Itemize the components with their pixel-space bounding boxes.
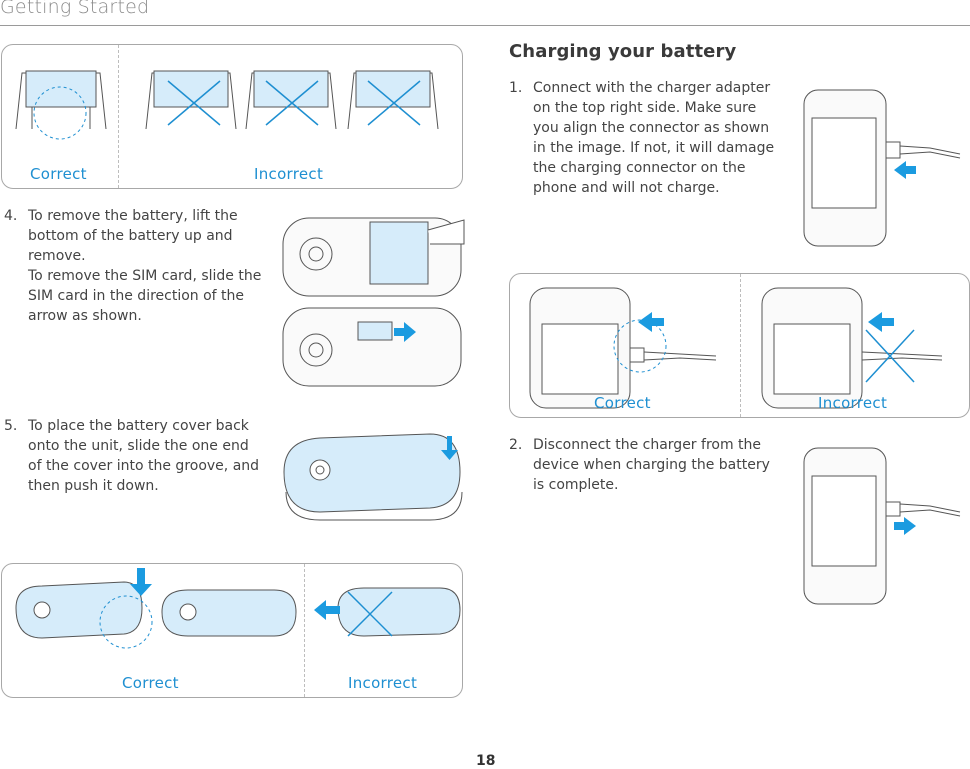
charger-connection-panel: Correct Incorrect xyxy=(509,273,970,418)
section-header-title: Getting Started xyxy=(0,0,150,18)
phone-connect-illustration xyxy=(803,89,961,247)
step-text: Connect with the charger adapter on the … xyxy=(533,80,775,196)
panel-divider xyxy=(118,45,119,188)
panel-divider xyxy=(740,274,741,417)
correct-label: Correct xyxy=(122,674,179,692)
header-divider xyxy=(0,25,970,26)
battery-cover-panel: Correct Incorrect xyxy=(1,563,463,698)
battery-sim-illustration xyxy=(282,217,465,387)
battery-removal-illustration xyxy=(15,70,439,140)
correct-label: Correct xyxy=(594,394,651,412)
step-4: 4. To remove the battery, lift the botto… xyxy=(4,206,270,331)
charging-step-1: 1. Connect with the charger adapter on t… xyxy=(509,78,785,203)
panel-divider xyxy=(304,564,305,697)
correct-label: Correct xyxy=(30,165,87,183)
incorrect-label: Incorrect xyxy=(254,165,324,183)
battery-removal-panel: Correct Incorrect xyxy=(1,44,463,189)
step-5: 5. To place the battery cover back onto … xyxy=(4,416,270,501)
charging-section-title: Charging your battery xyxy=(509,41,737,62)
phone-disconnect-illustration xyxy=(803,447,961,605)
step-text: To place the battery cover back onto the… xyxy=(28,418,260,494)
charging-step-2: 2. Disconnect the charger from the devic… xyxy=(509,435,785,500)
charger-connection-panel-illustration xyxy=(529,287,943,409)
page-number: 18 xyxy=(476,753,496,769)
step-text: To remove the battery, lift the bottom o… xyxy=(28,208,262,324)
incorrect-label: Incorrect xyxy=(818,394,888,412)
step-text: Disconnect the charger from the device w… xyxy=(533,437,770,493)
battery-cover-panel-illustration xyxy=(15,568,461,649)
step-number: 5. xyxy=(4,418,18,434)
step-number: 1. xyxy=(509,80,523,96)
incorrect-label: Incorrect xyxy=(348,674,418,692)
step-number: 2. xyxy=(509,437,523,453)
battery-cover-illustration xyxy=(283,433,463,521)
step-number: 4. xyxy=(4,208,18,224)
